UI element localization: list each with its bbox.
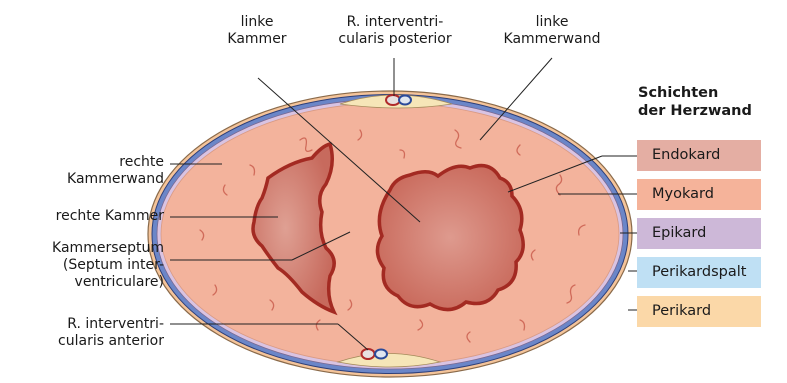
label-r-interventricularis-posterior: R. interventri- cularis posterior <box>336 14 454 48</box>
label-r-ant-line-2: cularis anterior <box>20 333 164 350</box>
vein-anterior <box>375 350 387 359</box>
label-kammerseptum-line-1: Kammerseptum <box>20 240 164 257</box>
artery-posterior <box>386 95 400 105</box>
legend-title-line-2: der Herzwand <box>638 102 752 120</box>
label-kammerseptum-line-3: ventriculare) <box>20 274 164 291</box>
label-kammerseptum-line-2: (Septum inter- <box>20 257 164 274</box>
legend-item-endokard: Endokard <box>637 140 761 171</box>
label-kammerseptum: Kammerseptum (Septum inter- ventriculare… <box>20 240 164 291</box>
vein-posterior <box>399 96 411 105</box>
label-linke-kammer-line-1: linke <box>222 14 292 31</box>
label-linke-kammer: linke Kammer <box>222 14 292 48</box>
linke-kammer-lumen <box>377 166 523 310</box>
label-rechte-kammerwand: rechte Kammerwand <box>40 154 164 188</box>
label-r-post-line-1: R. interventri- <box>336 14 454 31</box>
legend-title: Schichten der Herzwand <box>638 84 752 120</box>
legend-item-epikard: Epikard <box>637 218 761 249</box>
label-rechte-kammerwand-line-1: rechte <box>40 154 164 171</box>
label-linke-kammer-line-2: Kammer <box>222 31 292 48</box>
label-r-post-line-2: cularis posterior <box>336 31 454 48</box>
legend-item-perikardspalt: Perikardspalt <box>637 257 761 288</box>
label-r-ant-line-1: R. interventri- <box>20 316 164 333</box>
label-linke-kammerwand-line-1: linke <box>502 14 602 31</box>
legend-title-line-1: Schichten <box>638 84 752 102</box>
label-linke-kammerwand: linke Kammerwand <box>502 14 602 48</box>
legend-item-myokard: Myokard <box>637 179 761 210</box>
legend: Endokard Myokard Epikard Perikardspalt P… <box>637 140 761 335</box>
label-linke-kammerwand-line-2: Kammerwand <box>502 31 602 48</box>
label-rechte-kammerwand-line-2: Kammerwand <box>40 171 164 188</box>
label-rechte-kammer-line-1: rechte Kammer <box>20 208 164 225</box>
label-rechte-kammer: rechte Kammer <box>20 208 164 225</box>
label-r-interventricularis-anterior: R. interventri- cularis anterior <box>20 316 164 350</box>
artery-anterior <box>362 349 375 359</box>
legend-item-perikard: Perikard <box>637 296 761 327</box>
